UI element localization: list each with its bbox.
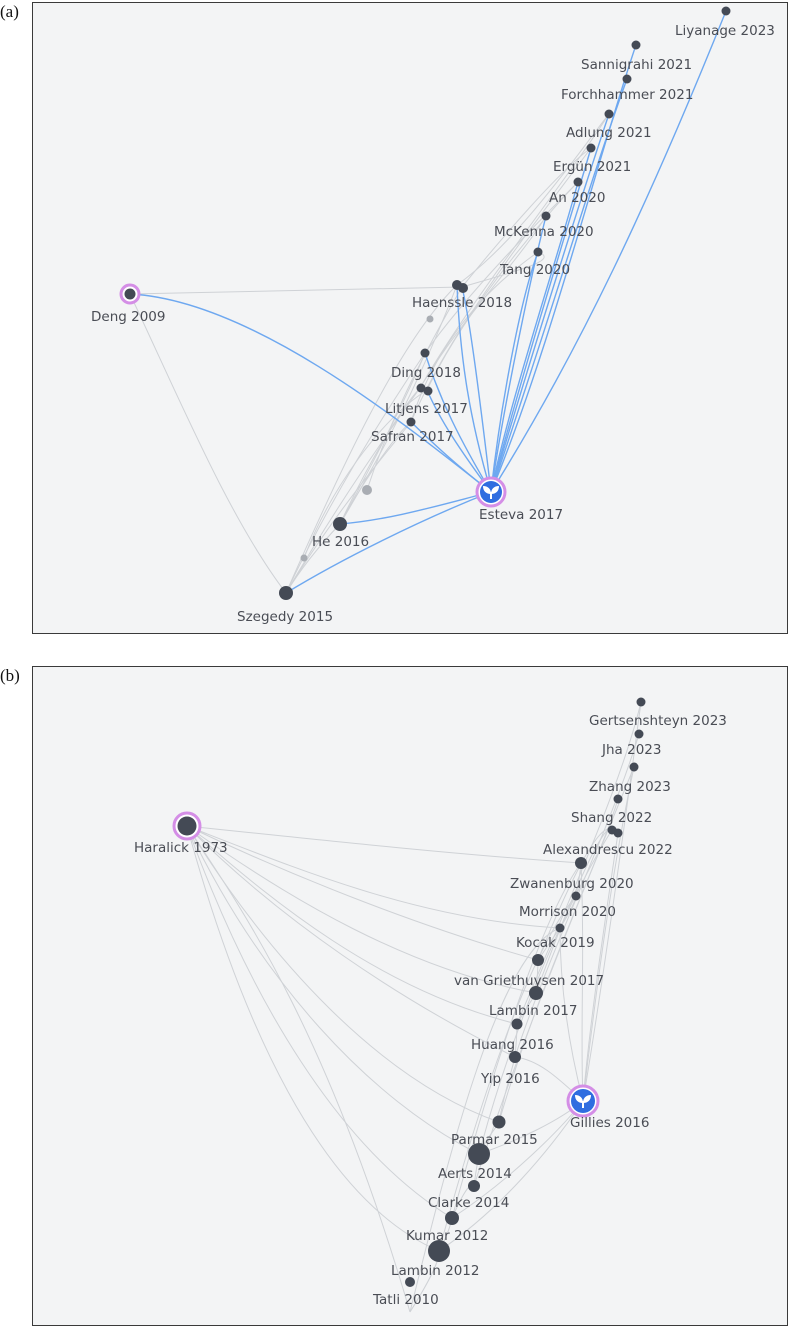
node-tatli-2010[interactable] (405, 1277, 415, 1287)
label-tatli-2010: Tatli 2010 (372, 1292, 439, 1308)
label-yip-2016: Yip 2016 (480, 1071, 540, 1087)
node-tang-2020[interactable] (533, 247, 543, 257)
label-zhang-2023: Zhang 2023 (589, 779, 671, 795)
panel-b-letter: (b) (0, 666, 20, 685)
label-alexandrescu-2022: Alexandrescu 2022 (543, 842, 673, 858)
label-haenssle-2018: Haenssle 2018 (412, 295, 512, 311)
node-forchhammer-2021[interactable] (622, 74, 632, 84)
node-litjens-2017-b[interactable] (423, 386, 433, 396)
label-kumar-2012: Kumar 2012 (406, 1228, 488, 1244)
node-deng-2009[interactable] (119, 283, 141, 305)
label-aerts-2014: Aerts 2014 (438, 1166, 512, 1182)
label-szegedy-2015: Szegedy 2015 (237, 609, 333, 625)
label-safran-2017: Safran 2017 (371, 429, 454, 445)
node-shang-2022[interactable] (613, 794, 623, 804)
panel-a-letter: (a) (0, 2, 19, 21)
node-minor-a1 (426, 315, 434, 323)
label-parmar-2015: Parmar 2015 (451, 1132, 538, 1148)
node-sannigrahi-2021[interactable] (631, 40, 641, 50)
node-alexandrescu-2022-b[interactable] (613, 828, 623, 838)
label-tang-2020: Tang 2020 (499, 262, 570, 278)
panel-b-nodes (172, 697, 646, 1287)
node-gertsenshteyn-2023[interactable] (636, 697, 646, 707)
node-lambin-2017[interactable] (529, 986, 543, 1000)
node-litjens-2017[interactable] (416, 383, 426, 393)
node-parmar-2015[interactable] (492, 1115, 506, 1129)
node-kocak-2019[interactable] (555, 923, 565, 933)
label-ergun-2021: Ergün 2021 (553, 159, 631, 175)
node-kumar-2012[interactable] (445, 1211, 459, 1225)
node-haralick-1973[interactable] (172, 811, 202, 841)
node-liyanage-2023[interactable] (721, 6, 731, 16)
node-mckenna-2020[interactable] (541, 211, 551, 221)
label-liyanage-2023: Liyanage 2023 (675, 23, 775, 39)
label-haralick-1973: Haralick 1973 (134, 840, 228, 856)
node-zwanenburg-2020[interactable] (575, 857, 587, 869)
label-esteva-2017: Esteva 2017 (479, 507, 563, 523)
label-forchhammer-2021: Forchhammer 2021 (561, 87, 693, 103)
node-van-griethuysen-2017[interactable] (532, 954, 544, 966)
node-lambin-2012[interactable] (428, 1240, 450, 1262)
label-deng-2009: Deng 2009 (91, 309, 165, 325)
label-lambin-2012: Lambin 2012 (391, 1263, 479, 1279)
label-sannigrahi-2021: Sannigrahi 2021 (581, 57, 692, 73)
node-morrison-2020[interactable] (571, 891, 581, 901)
node-yip-2016[interactable] (509, 1051, 521, 1063)
node-safran-2017[interactable] (406, 417, 416, 427)
label-shang-2022: Shang 2022 (571, 810, 652, 826)
node-adlung-2021[interactable] (604, 109, 614, 119)
label-gertsenshteyn-2023: Gertsenshteyn 2023 (589, 713, 727, 729)
label-morrison-2020: Morrison 2020 (519, 904, 616, 920)
label-clarke-2014: Clarke 2014 (428, 1195, 509, 1211)
label-litjens-2017: Litjens 2017 (385, 401, 468, 417)
label-huang-2016: Huang 2016 (471, 1037, 554, 1053)
label-jha-2023: Jha 2023 (601, 742, 661, 758)
node-minor-a3 (300, 554, 308, 562)
panel-a-nodes (119, 6, 731, 600)
label-ding-2018: Ding 2018 (391, 365, 461, 381)
node-he-2016[interactable] (333, 517, 347, 531)
node-minor-a2 (362, 485, 372, 495)
label-he-2016: He 2016 (312, 534, 369, 550)
label-lambin-2017: Lambin 2017 (489, 1003, 577, 1019)
node-jha-2023[interactable] (634, 729, 644, 739)
seedling-icon (483, 486, 499, 499)
node-gillies-2016[interactable] (566, 1084, 600, 1118)
label-zwanenburg-2020: Zwanenburg 2020 (510, 876, 634, 892)
node-huang-2016[interactable] (511, 1018, 523, 1030)
node-szegedy-2015[interactable] (279, 586, 293, 600)
label-gillies-2016: Gillies 2016 (570, 1115, 649, 1131)
seedling-icon (575, 1095, 591, 1108)
node-ding-2018[interactable] (420, 348, 430, 358)
panel-b-labels: Gertsenshteyn 2023 Jha 2023 Zhang 2023 S… (134, 713, 727, 1308)
node-aerts-2014[interactable] (468, 1143, 490, 1165)
node-clarke-2014[interactable] (468, 1180, 480, 1192)
label-kocak-2019: Kocak 2019 (516, 935, 595, 951)
label-an-2020: An 2020 (549, 190, 605, 206)
label-van-griethuysen-2017: van Griethuysen 2017 (454, 973, 604, 989)
label-adlung-2021: Adlung 2021 (566, 125, 652, 141)
label-mckenna-2020: McKenna 2020 (494, 224, 594, 240)
node-an-2020[interactable] (573, 177, 583, 187)
panel-a-labels: Liyanage 2023 Sannigrahi 2021 Forchhamme… (91, 23, 775, 625)
node-ergun-2021[interactable] (586, 143, 596, 153)
node-zhang-2023[interactable] (629, 762, 639, 772)
node-esteva-2017[interactable] (475, 476, 507, 508)
node-haenssle-2018-b[interactable] (458, 283, 468, 293)
